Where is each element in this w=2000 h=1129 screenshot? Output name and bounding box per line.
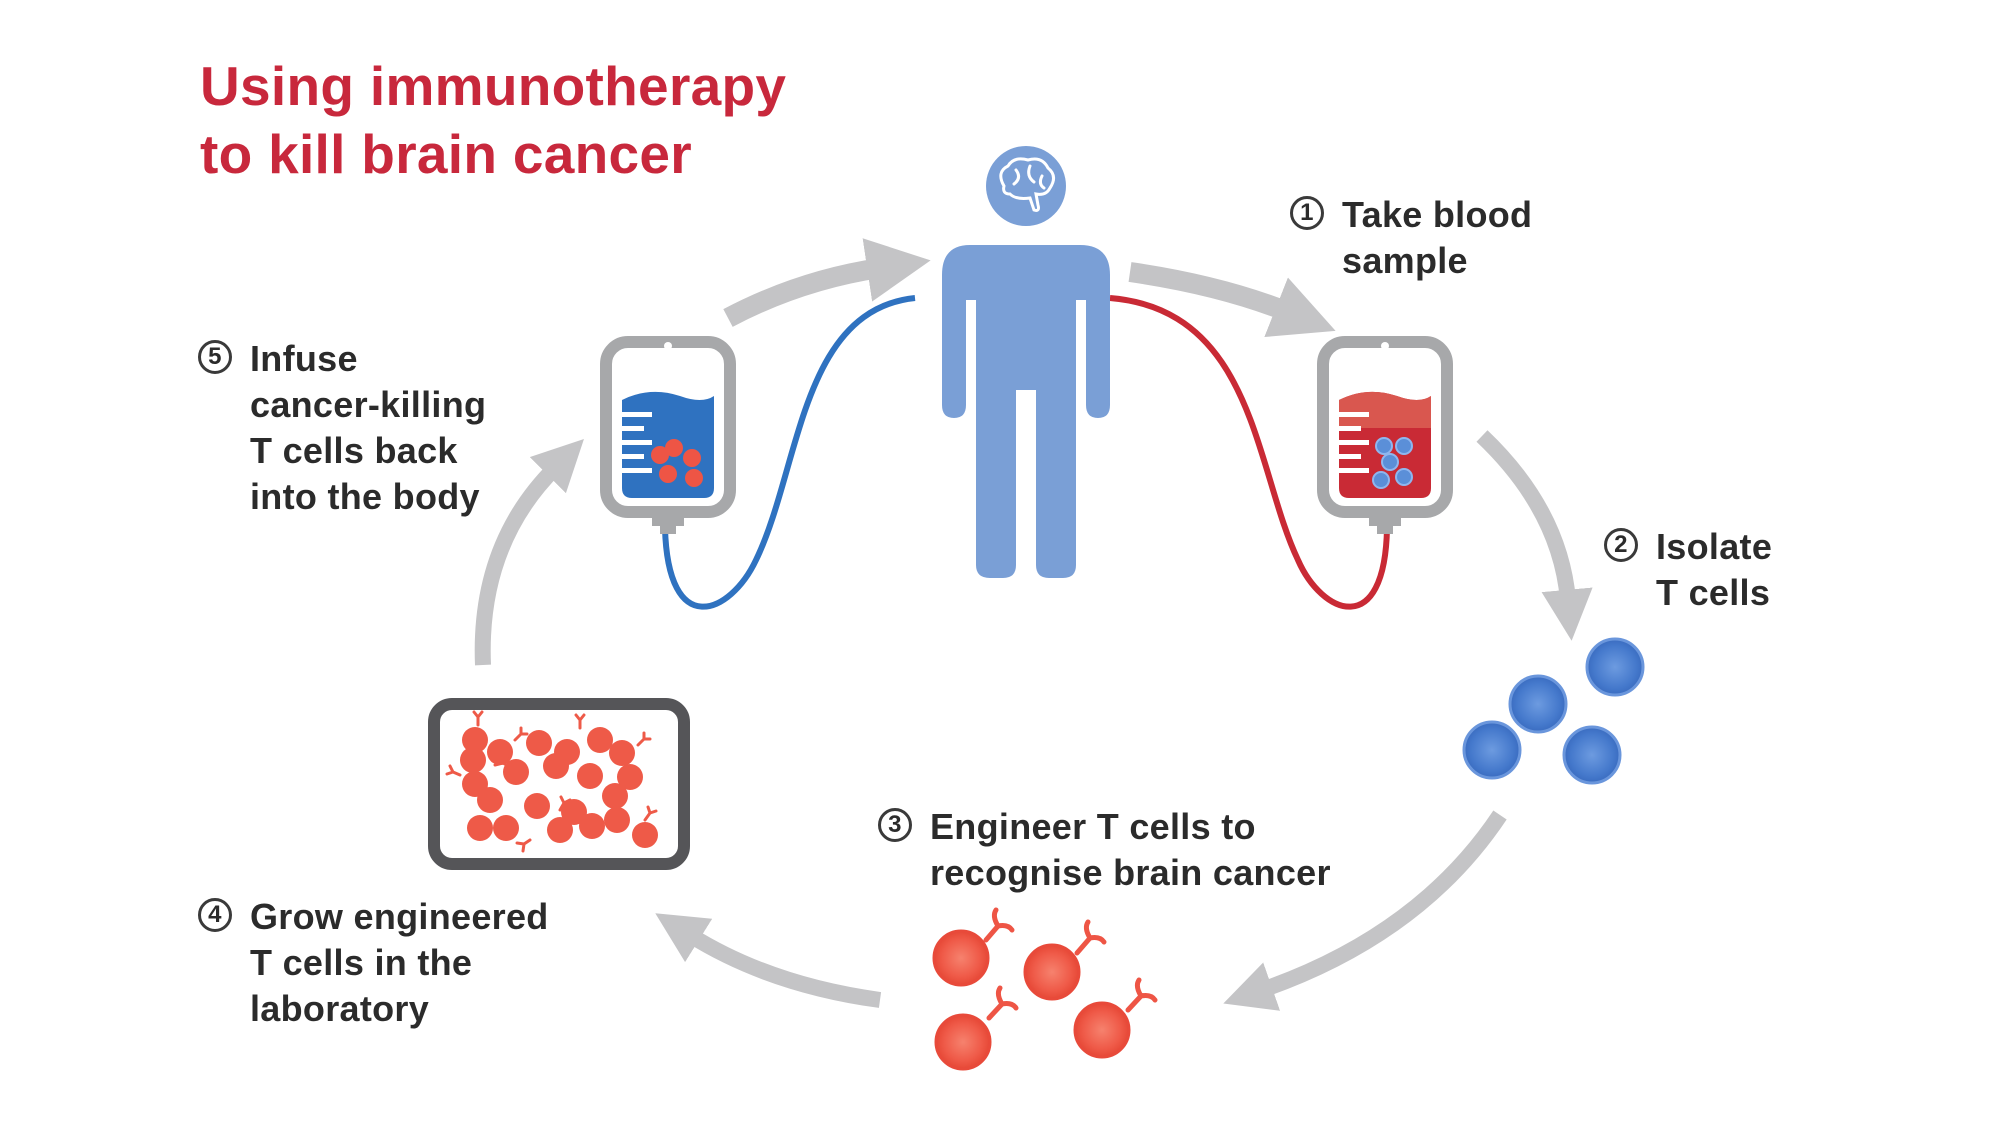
step-3-engineer-t-cells: 3 Engineer T cells to recognise brain ca… xyxy=(878,804,1331,896)
step-text-line: Grow engineered xyxy=(250,896,549,937)
step-text-line: Infuse xyxy=(250,338,358,379)
step-1-take-blood-sample: 1 Take blood sample xyxy=(1290,192,1532,284)
t-cell xyxy=(1562,725,1622,785)
arrow-tcells-to-engineered xyxy=(1223,810,1507,1011)
blue-tube xyxy=(662,295,916,610)
step-text-line: laboratory xyxy=(250,988,430,1029)
cycle-arrows xyxy=(474,238,1593,1011)
arrow-engineered-to-dish xyxy=(655,913,882,1008)
engineered-t-cell xyxy=(1073,977,1158,1059)
step-5-infuse-t-cells: 5 Infuse cancer-killing T cells back int… xyxy=(198,336,486,520)
red-tube xyxy=(1109,295,1390,610)
step-number-badge: 2 xyxy=(1604,528,1638,562)
title-line-2: to kill brain cancer xyxy=(200,123,693,185)
step-4-grow-engineered-t-cells: 4 Grow engineered T cells in the laborat… xyxy=(198,894,549,1032)
engineered-t-cell xyxy=(932,907,1015,987)
step-text-line: T cells back xyxy=(250,430,458,471)
step-text-line: recognise brain cancer xyxy=(930,852,1331,893)
step-text-line: sample xyxy=(1342,240,1468,281)
step-number-badge: 4 xyxy=(198,898,232,932)
arrow-dish-to-infusion-bag xyxy=(474,439,584,666)
step-text-line: Engineer T cells to xyxy=(930,806,1256,847)
step-text-line: cancer-killing xyxy=(250,384,487,425)
arrow-blood-bag-to-tcells xyxy=(1476,430,1593,641)
arrow-body-to-blood-bag xyxy=(1128,262,1336,338)
title-line-1: Using immunotherapy xyxy=(200,55,787,117)
step-text-line: into the body xyxy=(250,476,480,517)
patient-figure-icon xyxy=(942,146,1110,578)
step-text-line: Isolate xyxy=(1656,526,1773,567)
step-text-line: T cells in the xyxy=(250,942,473,983)
step-number-badge: 5 xyxy=(198,340,232,374)
step-text-line: Take blood xyxy=(1342,194,1533,235)
step-number-badge: 1 xyxy=(1290,196,1324,230)
infusion-bag-icon xyxy=(600,336,736,534)
blood-bag-icon xyxy=(1317,336,1453,534)
engineered-t-cell xyxy=(934,985,1019,1071)
arrow-infuse-to-body xyxy=(723,238,931,327)
t-cell xyxy=(1508,674,1568,734)
engineered-t-cells-icon xyxy=(932,907,1158,1071)
step-number-badge: 3 xyxy=(878,808,912,842)
laboratory-dish-icon xyxy=(428,698,690,870)
step-2-isolate-t-cells: 2 Isolate T cells xyxy=(1604,524,1772,616)
t-cell xyxy=(1585,637,1645,697)
engineered-t-cell xyxy=(1023,919,1107,1001)
step-text-line: T cells xyxy=(1656,572,1771,613)
isolated-t-cells-icon xyxy=(1462,637,1645,785)
t-cell xyxy=(1462,720,1522,780)
brain-icon xyxy=(999,157,1055,212)
diagram-title: Using immunotherapy to kill brain cancer xyxy=(200,52,786,188)
